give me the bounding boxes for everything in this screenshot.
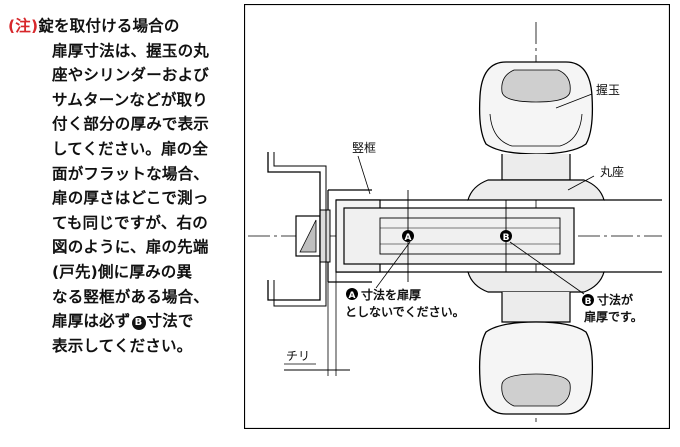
- note-line-9: ても同じですが、右の: [52, 213, 208, 232]
- latch-case: [379, 217, 561, 255]
- dim-b-marker-label: B: [503, 233, 510, 243]
- latch-bolt-bevel: [299, 219, 317, 253]
- diagram-frame: [244, 4, 670, 429]
- note-b-line-2: 扉厚です。: [584, 309, 643, 324]
- note-a-marker-label: A: [349, 291, 356, 301]
- note-tag: (注): [8, 17, 39, 35]
- note-line-4: サムターンなどが取り: [52, 90, 208, 109]
- note-line-11: (戸先)側に厚みの異: [52, 262, 193, 281]
- label-rose: 丸座: [600, 164, 624, 179]
- lower-knob-shading: [501, 373, 571, 407]
- note-line-1: (注)錠を取付ける場合の: [8, 17, 180, 35]
- explanation-note: (注)錠を取付ける場合の 扉厚寸法は、握玉の丸 座やシリンダーおよび サムターン…: [8, 14, 240, 358]
- leader-knob: [555, 93, 593, 109]
- note-a-marker: [346, 288, 358, 300]
- marker-b-circle: B: [131, 316, 146, 331]
- label-stile: 竪框: [352, 141, 376, 155]
- note-line-8: 扉の厚さはどこで測っ: [52, 189, 209, 208]
- dim-a-marker-label: A: [405, 233, 412, 243]
- note-line-2: 扉厚寸法は、握玉の丸: [52, 41, 210, 60]
- note-b-line-1: 寸法が: [597, 292, 633, 307]
- leader-rose: [567, 175, 595, 191]
- leader-note-a: [375, 241, 411, 289]
- door-jamb: [267, 152, 321, 301]
- note-line-10: 図のように、扉の先端: [52, 238, 209, 257]
- note-line-3: 座やシリンダーおよび: [52, 66, 210, 85]
- note-line-5: 付く部分の厚みで表示: [52, 115, 210, 134]
- note-line-14: 表示してください。: [52, 336, 193, 355]
- note-b-marker-label: B: [585, 297, 592, 307]
- upper-knob-shading: [501, 69, 571, 103]
- label-knob: 握玉: [596, 82, 620, 97]
- upper-knob-highlight: [489, 113, 583, 147]
- label-chiri: チリ: [286, 349, 310, 363]
- note-line-7: 面がフラットな場合、: [52, 164, 210, 183]
- dim-b-marker: [500, 230, 512, 242]
- note-line-6: してください。扉の全: [52, 139, 209, 158]
- note-a-line-2: としないでください。: [345, 305, 465, 319]
- lower-rose: [467, 271, 605, 293]
- dim-a-marker: [402, 230, 414, 242]
- door-jamb-inner: [273, 152, 327, 307]
- upper-neck: [501, 154, 571, 181]
- leader-note-b: [509, 241, 585, 295]
- note-line-12: なる竪框がある場合、: [52, 287, 210, 306]
- lower-neck: [501, 292, 571, 323]
- leader-stile: [357, 155, 371, 195]
- note-b-marker: [582, 294, 594, 306]
- latch-body: [343, 207, 575, 265]
- upper-rose: [467, 179, 605, 201]
- front-plate: [319, 209, 331, 263]
- lock-cross-section-diagram: A B 握玉 丸座 竪框 チリ A 寸法を扉厚 としないでください。 B 寸法が…: [244, 4, 670, 429]
- note-a-line-1: 寸法を扉厚: [361, 287, 421, 302]
